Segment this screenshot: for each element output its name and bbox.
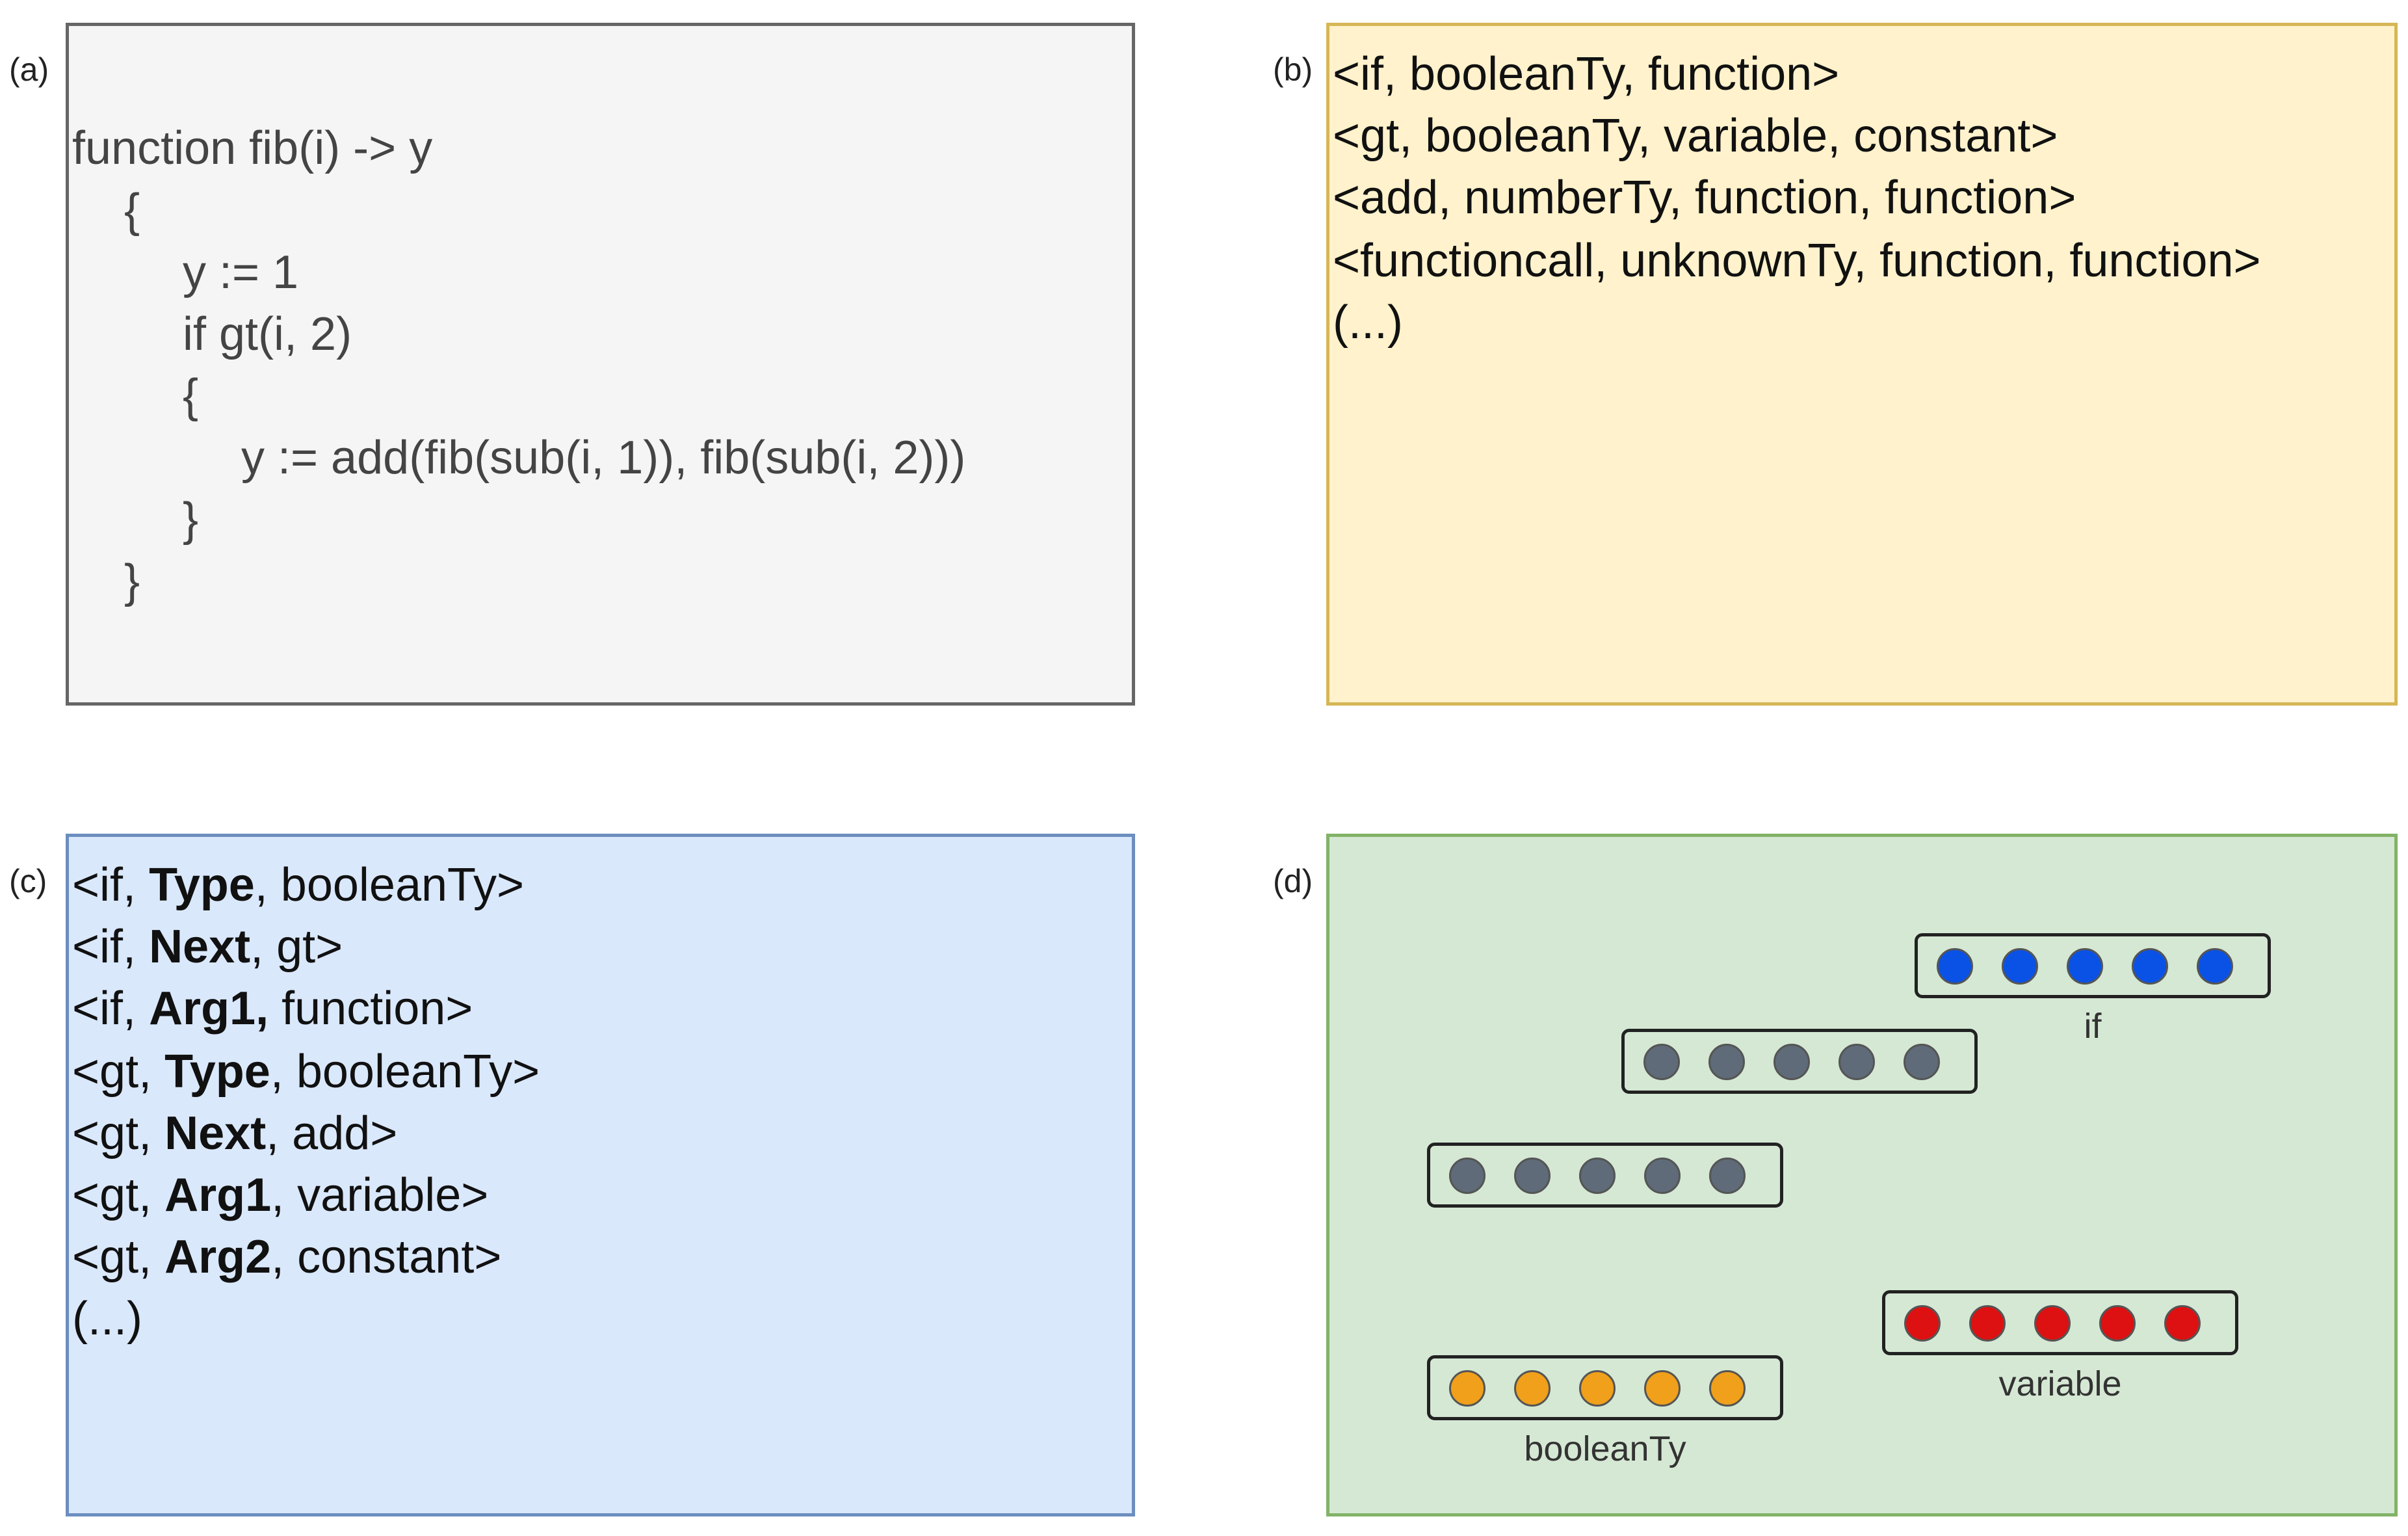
embedding-vector <box>1915 933 2271 998</box>
code-line: } <box>183 494 199 546</box>
embedding-dot <box>2099 1305 2136 1342</box>
relation-name: Next <box>149 921 251 973</box>
relation-name: Next <box>164 1107 267 1159</box>
triple-line: (...) <box>72 1293 142 1345</box>
triple-line: <if, Arg1, function> <box>72 983 473 1035</box>
embedding-dot <box>1839 1044 1875 1080</box>
relation-name: Arg1 <box>164 1169 272 1221</box>
embedding-dot <box>1709 1370 1746 1407</box>
embedding-dot <box>1644 1370 1681 1407</box>
code-line: { <box>124 185 140 237</box>
embedding-dot <box>1449 1370 1485 1407</box>
embedding-dot <box>2164 1305 2201 1342</box>
code-line: y := 1 <box>183 246 299 298</box>
embedding-dot <box>2002 948 2038 985</box>
embedding-panel: if variable booleanTy <box>1326 834 2398 1516</box>
embedding-dot <box>1644 1158 1681 1194</box>
embedding-dot <box>1937 948 1973 985</box>
embedding-caption: booleanTy <box>1524 1429 1686 1468</box>
embedding-dot <box>1514 1370 1551 1407</box>
embedding-dot <box>2197 948 2233 985</box>
tuple-line: <gt, booleanTy, variable, constant> <box>1333 110 2058 162</box>
triple-line: <if, Type, booleanTy> <box>72 859 525 911</box>
embedding-dot <box>1643 1044 1680 1080</box>
embedding-dot <box>1904 1044 1940 1080</box>
embedding-vector <box>1427 1355 1783 1420</box>
triple-panel: <if, Type, booleanTy> <if, Next, gt> <if… <box>66 834 1135 1516</box>
tuple-line: <add, numberTy, function, function> <box>1333 172 2076 224</box>
embedding-dot <box>1904 1305 1941 1342</box>
code-line: if gt(i, 2) <box>183 308 352 360</box>
triple-line: <gt, Type, booleanTy> <box>72 1046 540 1098</box>
embedding-dot <box>1709 1158 1746 1194</box>
triple-line: <gt, Arg1, variable> <box>72 1169 489 1221</box>
embedding-dot <box>1579 1158 1616 1194</box>
tuple-line: (...) <box>1333 297 1403 349</box>
tuple-line: <functioncall, unknownTy, function, func… <box>1333 235 2261 287</box>
triple-line: <gt, Next, add> <box>72 1107 398 1159</box>
triple-line: <if, Next, gt> <box>72 921 343 973</box>
relation-name: Type <box>164 1046 270 1098</box>
relation-name: Type <box>149 859 255 911</box>
panel-b-label: (b) <box>1273 51 1313 88</box>
panel-d-label: (d) <box>1273 863 1313 899</box>
embedding-dot <box>1708 1044 1745 1080</box>
code-panel: function fib(i) -> y { y := 1 if gt(i, 2… <box>66 23 1135 706</box>
code-line: function fib(i) -> y <box>72 122 433 174</box>
panel-a-label: (a) <box>9 51 49 88</box>
relation-name: Arg1, <box>149 983 269 1035</box>
embedding-dot <box>1969 1305 2006 1342</box>
embedding-caption: variable <box>1998 1364 2122 1403</box>
embedding-dot <box>1449 1158 1485 1194</box>
panel-c-label: (c) <box>9 863 47 899</box>
embedding-vector <box>1427 1143 1783 1208</box>
embedding-vector <box>1882 1290 2238 1355</box>
tuple-panel: <if, booleanTy, function> <gt, booleanTy… <box>1326 23 2398 706</box>
embedding-dot <box>2067 948 2103 985</box>
embedding-vector <box>1621 1029 1978 1094</box>
code-line: y := add(fib(sub(i, 1)), fib(sub(i, 2))) <box>241 432 966 484</box>
embedding-dot <box>2034 1305 2071 1342</box>
embedding-dot <box>2132 948 2168 985</box>
relation-name: Arg2 <box>164 1231 272 1283</box>
embedding-dot <box>1514 1158 1551 1194</box>
embedding-dot <box>1773 1044 1810 1080</box>
embedding-caption: if <box>2084 1007 2102 1046</box>
code-line: { <box>183 370 199 422</box>
embedding-dot <box>1579 1370 1616 1407</box>
code-line: } <box>124 555 140 607</box>
tuple-line: <if, booleanTy, function> <box>1333 48 1840 100</box>
triple-line: <gt, Arg2, constant> <box>72 1231 502 1283</box>
